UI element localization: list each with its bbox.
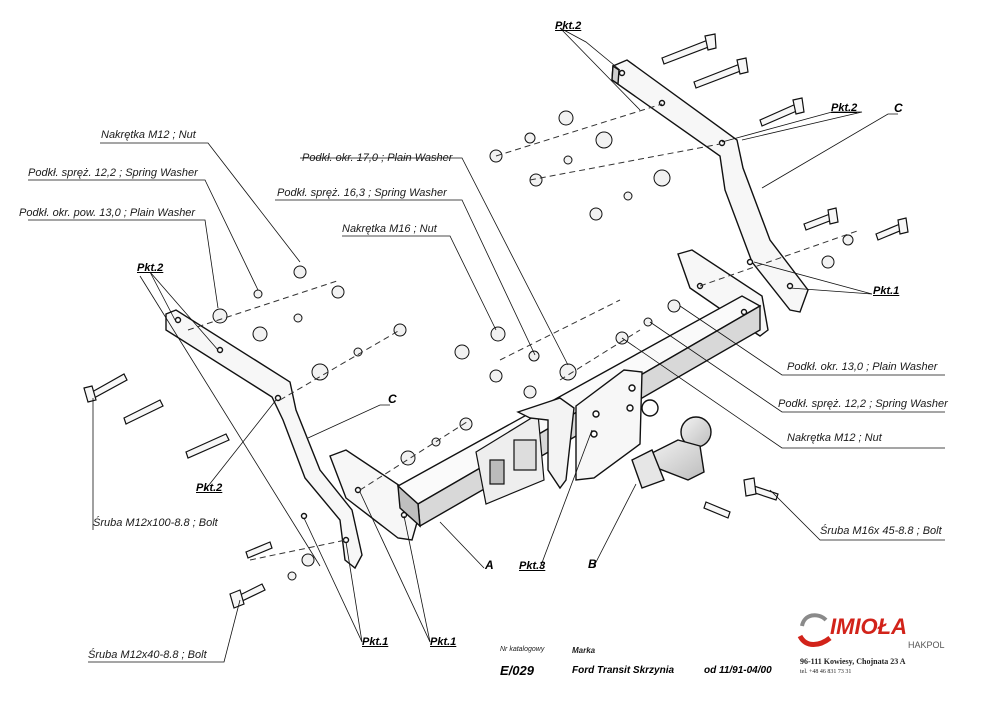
make-label: Marka: [572, 646, 596, 655]
part-a: A: [485, 558, 494, 572]
part-c-right: C: [894, 101, 903, 115]
tow-ball-b: [631, 416, 712, 489]
label-bolt-m12x40: Śruba M12x40-8.8 ; Bolt: [88, 649, 207, 661]
label-bolt-m16: Śruba M16x 45-8.8 ; Bolt: [820, 525, 942, 537]
nuts-washers: [212, 110, 854, 581]
assembly-lines: [187, 103, 861, 561]
company-phone: tel. +48 46 831 73 31: [800, 669, 852, 675]
pkt3: Pkt.3: [519, 560, 546, 572]
label-bolt-m12x100: Śruba M12x100-8.8 ; Bolt: [93, 517, 218, 529]
pkt1-b: Pkt.1: [430, 636, 457, 648]
catalog-number: E/029: [500, 663, 534, 678]
vehicle-years: od 11/91-04/00: [704, 665, 772, 676]
company-address: 96-111 Kowiesy, Chojnata 23 A: [800, 657, 906, 666]
brand-logo: IMIOŁA HAKPOL: [796, 606, 972, 658]
label-plain-washer-17: Podkł. okr. 17,0 ; Plain Washer: [302, 152, 453, 164]
leader-lines: [28, 27, 945, 663]
vehicle-model: Ford Transit Skrzynia: [572, 665, 675, 676]
label-plain-washer-13-pow: Podkł. okr. pow. 13,0 ; Plain Washer: [19, 207, 196, 219]
pkt2-top: Pkt.2: [555, 20, 582, 32]
pkt2-left: Pkt.2: [137, 262, 164, 274]
bracket-c-right: [611, 59, 809, 313]
svg-text:HAKPOL: HAKPOL: [908, 640, 945, 650]
label-spring-washer-16: Podkł. spręż. 16,3 ; Spring Washer: [277, 187, 447, 199]
svg-text:IMIOŁA: IMIOŁA: [830, 614, 907, 639]
label-spring-washer-12-right: Podkł. spręż. 12,2 ; Spring Washer: [778, 398, 948, 410]
label-nut-m12-right: Nakrętka M12 ; Nut: [787, 432, 882, 444]
pkt1-a: Pkt.1: [362, 636, 389, 648]
pkt1-right: Pkt.1: [873, 285, 900, 297]
socket-plate: [475, 412, 545, 505]
part-b: B: [588, 557, 597, 571]
pkt2-right: Pkt.2: [831, 102, 858, 114]
part-c-left: C: [388, 392, 397, 406]
logo-graphic: IMIOŁA HAKPOL: [797, 613, 945, 650]
pkt2-mid: Pkt.2: [196, 482, 223, 494]
catalog-label: Nr katalogowy: [500, 646, 545, 653]
bracket-c-left: [165, 309, 363, 570]
label-nut-m16: Nakrętka M16 ; Nut: [342, 223, 437, 235]
label-plain-washer-13-right: Podkł. okr. 13,0 ; Plain Washer: [787, 361, 938, 373]
label-spring-washer-12-left: Podkł. spręż. 12,2 ; Spring Washer: [28, 167, 198, 179]
ball-mount: [516, 369, 659, 490]
label-nut-m12-left: Nakrętka M12 ; Nut: [101, 129, 196, 141]
